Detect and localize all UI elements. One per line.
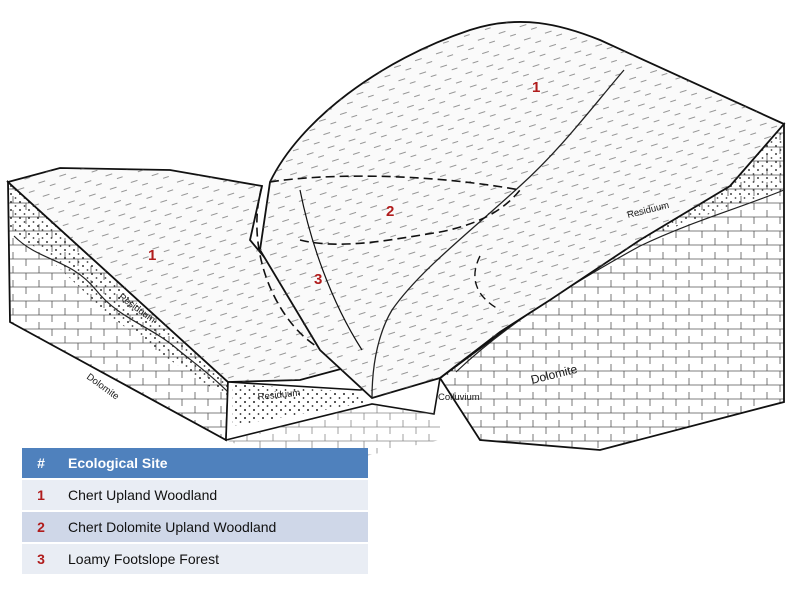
site-label-dolomite-upland: 2 [386, 203, 394, 220]
site-label-upland-left: 1 [148, 247, 156, 264]
legend-row: 3 Loamy Footslope Forest [22, 544, 368, 574]
legend-header-num: # [22, 448, 60, 478]
legend-header-name: Ecological Site [60, 448, 368, 478]
legend-row-num: 2 [22, 512, 60, 542]
ecological-site-legend: # Ecological Site 1 Chert Upland Woodlan… [22, 446, 368, 576]
legend-row: 1 Chert Upland Woodland [22, 480, 368, 510]
label-colluvium: Colluvium [438, 392, 480, 403]
right-block [256, 21, 786, 451]
legend-row-num: 1 [22, 480, 60, 510]
site-label-upland-right: 1 [532, 79, 540, 96]
legend-row-name: Loamy Footslope Forest [60, 544, 368, 574]
left-block [6, 167, 354, 442]
legend-row: 2 Chert Dolomite Upland Woodland [22, 512, 368, 542]
legend-header: # Ecological Site [22, 448, 368, 478]
legend-row-num: 3 [22, 544, 60, 574]
legend-row-name: Chert Dolomite Upland Woodland [60, 512, 368, 542]
site-label-footslope: 3 [314, 271, 322, 288]
label-residuum-front: Residuum [257, 388, 301, 403]
legend-row-name: Chert Upland Woodland [60, 480, 368, 510]
